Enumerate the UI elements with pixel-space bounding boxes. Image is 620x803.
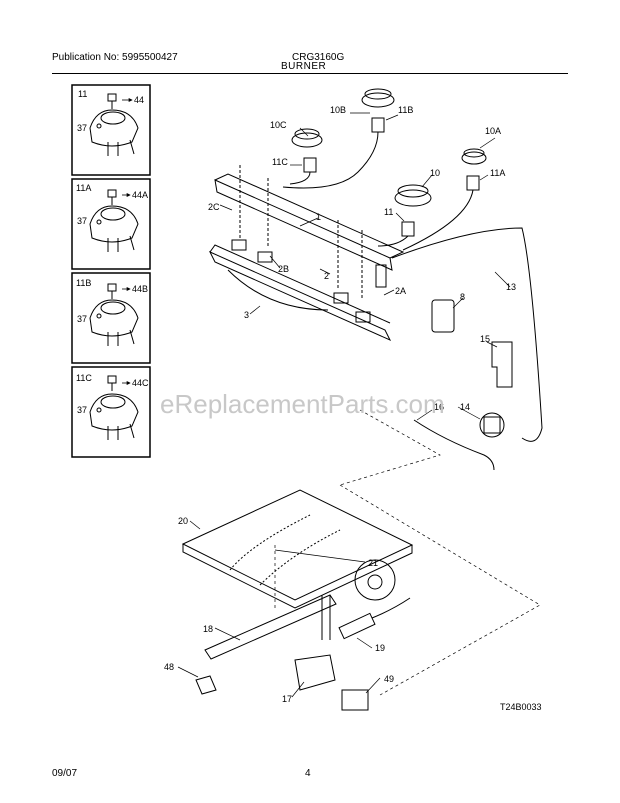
part-label-16: 16 — [434, 402, 444, 412]
part-label-19: 19 — [375, 643, 385, 653]
part-label-10b: 10B — [330, 105, 346, 115]
inset-2-screw-label: 37 — [77, 216, 87, 226]
part-label-2c: 2C — [208, 202, 220, 212]
inset-1-valve-label: 11 — [78, 89, 87, 99]
inset-4-screw-label: 37 — [77, 405, 87, 415]
inset-4-screw-part-label: 44C — [132, 378, 149, 388]
part-label-10c: 10C — [270, 120, 287, 130]
part-label-13: 13 — [506, 282, 516, 292]
inset-valve-11a — [71, 178, 151, 270]
drawing-code: T24B0033 — [500, 702, 542, 712]
part-label-10: 10 — [430, 168, 440, 178]
inset-2-valve-label: 11A — [76, 183, 91, 193]
header-rule — [52, 73, 568, 74]
publication-number: Publication No: 5995500427 — [52, 52, 178, 63]
inset-3-valve-label: 11B — [76, 278, 91, 288]
part-label-1: 1 — [316, 212, 321, 222]
watermark-text: eReplacementParts.com — [160, 389, 445, 419]
controls-assembly — [413, 299, 513, 471]
part-label-11c: 11C — [272, 157, 288, 167]
inset-4-valve-label: 11C — [76, 373, 92, 383]
part-label-2: 2 — [324, 271, 329, 281]
part-label-21: 21 — [368, 558, 378, 568]
model-number: CRG3160G — [292, 52, 345, 63]
inset-valve-11c — [71, 366, 151, 458]
oven-burner-assembly — [181, 489, 414, 711]
part-label-8: 8 — [460, 292, 465, 302]
part-label-11: 11 — [384, 207, 393, 217]
inset-3-screw-part-label: 44B — [132, 284, 148, 294]
part-label-3: 3 — [244, 310, 249, 320]
part-label-11a: 11A — [490, 168, 505, 178]
part-label-18: 18 — [203, 624, 213, 634]
part-label-2a: 2A — [395, 286, 406, 296]
part-label-49: 49 — [384, 674, 394, 684]
part-label-2b: 2B — [278, 264, 289, 274]
inset-2-screw-part-label: 44A — [132, 190, 148, 200]
part-label-14: 14 — [460, 402, 470, 412]
part-label-11b: 11B — [398, 105, 413, 115]
leader-lines — [177, 112, 511, 698]
inset-1-screw-part-label: 44 — [134, 95, 144, 105]
inset-valve-11 — [71, 84, 151, 176]
manifold-assembly — [208, 88, 543, 442]
part-label-17: 17 — [282, 694, 292, 704]
inset-1-screw-label: 37 — [77, 123, 87, 133]
inset-valve-11b — [71, 272, 151, 364]
part-label-15: 15 — [480, 334, 490, 344]
footer-date: 09/07 — [52, 768, 78, 779]
page-number: 4 — [305, 768, 311, 779]
guide-lines — [274, 409, 541, 696]
inset-3-screw-label: 37 — [77, 314, 87, 324]
section-title: BURNER — [281, 61, 327, 72]
part-label-10a: 10A — [485, 126, 501, 136]
part-label-48: 48 — [164, 662, 174, 672]
part-label-20: 20 — [178, 516, 188, 526]
